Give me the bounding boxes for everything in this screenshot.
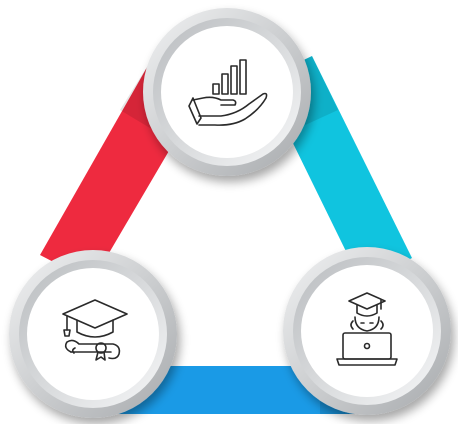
node-bottom-left-disc — [27, 268, 159, 400]
node-top-disc — [161, 26, 293, 158]
student-laptop-icon — [336, 292, 398, 366]
hand-growth-chart-icon — [188, 59, 268, 126]
graduation-diploma-icon — [62, 299, 128, 361]
node-bottom-left — [9, 250, 177, 418]
node-top — [143, 8, 311, 176]
node-bottom-right — [283, 247, 451, 415]
